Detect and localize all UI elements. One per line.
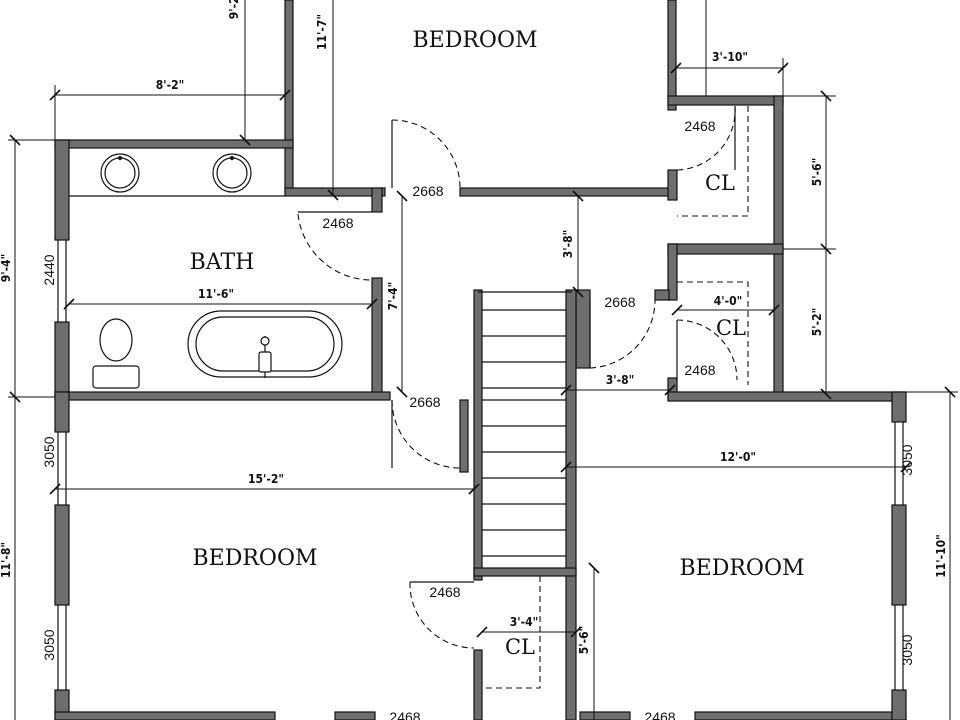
dim-label: 5'-6" <box>577 626 591 654</box>
wall <box>54 321 70 398</box>
door-tag: 2468 <box>644 709 675 720</box>
door-tag: 2668 <box>604 294 635 310</box>
window-tag: 3050 <box>41 629 57 660</box>
wall <box>473 649 483 720</box>
dim-label: 11'-6" <box>198 287 234 301</box>
wall <box>54 391 391 401</box>
dim-label: 4'-0" <box>714 294 742 308</box>
window-left-lower <box>57 605 67 690</box>
wall <box>54 139 70 241</box>
wall <box>667 95 784 106</box>
window-tag: 3050 <box>899 444 915 475</box>
wall <box>54 711 276 720</box>
wall <box>459 399 469 473</box>
door-bedroom-left <box>391 399 461 469</box>
wall <box>54 139 294 149</box>
dim-label: 11'-7" <box>315 14 329 50</box>
room-label-bedroom-top: BEDROOM <box>412 28 537 53</box>
dim-label: 3'-8" <box>606 373 634 387</box>
doors <box>297 105 738 649</box>
dim-label: 11'-10" <box>934 534 948 577</box>
wall <box>459 187 671 197</box>
bath-fixtures <box>69 153 343 389</box>
wall <box>891 504 907 606</box>
wall <box>667 243 784 255</box>
wall <box>473 289 483 581</box>
door-closet-upper <box>676 105 736 171</box>
door-tag: 2668 <box>409 394 440 410</box>
room-label-bedroom-right: BEDROOM <box>679 556 804 581</box>
dim-label: 9'-2" <box>227 0 241 19</box>
walls <box>54 0 907 720</box>
opening-tags: 2468 2668 2468 2668 2468 2668 2468 2468 … <box>41 118 915 720</box>
window-bath <box>57 240 67 322</box>
wall <box>579 711 631 720</box>
door-closet-lower <box>409 581 475 649</box>
door-bath-closet <box>297 211 373 281</box>
dim-label: 12'-0" <box>720 450 756 464</box>
wall <box>667 243 678 301</box>
dim-label: 8'-2" <box>156 78 184 92</box>
wall <box>667 169 678 201</box>
room-labels: BEDROOM BATH BEDROOM BEDROOM CL CL CL <box>190 28 805 659</box>
door-tag: 2468 <box>684 362 715 378</box>
wall <box>565 289 577 720</box>
dimension-labels: 9'-2" 11'-7" 8'-2" 3'-10" 9'-4" 11'-6" 7… <box>0 0 948 654</box>
wall <box>54 391 70 433</box>
door-tag: 2468 <box>322 215 353 231</box>
wall <box>667 0 677 111</box>
wall <box>575 289 591 369</box>
dim-label: 3'-8" <box>561 230 575 258</box>
sink-icon <box>100 153 140 193</box>
dim-label: 7'-4" <box>386 282 400 310</box>
wall <box>667 391 906 402</box>
toilet-icon <box>92 318 140 389</box>
dim-label: 9'-4" <box>0 254 13 282</box>
wall <box>371 277 383 399</box>
window-tag: 3050 <box>899 634 915 665</box>
wall <box>334 711 376 720</box>
room-label-bath: BATH <box>190 250 255 275</box>
wall <box>284 187 386 197</box>
dim-label: 3'-10" <box>712 50 748 64</box>
dim-label: 5'-2" <box>810 308 824 336</box>
door-tag: 2468 <box>429 584 460 600</box>
door-closet-middle <box>676 319 738 381</box>
door-tag: 2468 <box>684 118 715 134</box>
wall <box>284 0 294 196</box>
room-label-bedroom-left: BEDROOM <box>192 546 317 571</box>
window-right-lower <box>894 605 904 690</box>
dim-label: 5'-6" <box>810 158 824 186</box>
door-hall-middle <box>589 299 656 369</box>
door-tag: 2668 <box>412 183 443 199</box>
dim-label: 3'-4" <box>510 615 538 629</box>
wall <box>654 289 670 301</box>
wall <box>891 391 907 423</box>
room-label-closet-upper: CL <box>705 171 735 195</box>
bathtub-icon <box>187 310 343 378</box>
window-right-upper <box>894 422 904 505</box>
wall <box>371 187 383 213</box>
dim-label: 11'-8" <box>0 542 13 578</box>
door-tag: 2468 <box>389 709 420 720</box>
windows <box>57 240 904 690</box>
room-label-closet-middle: CL <box>716 316 746 340</box>
door-bath-top <box>391 119 461 189</box>
dim-label: 15'-2" <box>248 472 284 486</box>
dimension-lines <box>8 0 958 720</box>
window-tag: 2440 <box>41 254 57 285</box>
room-label-closet-lower: CL <box>505 635 535 659</box>
staircase <box>478 291 572 557</box>
closet-shelves <box>482 106 749 689</box>
sink-icon <box>212 153 252 193</box>
wall <box>694 711 907 720</box>
wall <box>891 689 907 720</box>
window-tag: 3050 <box>41 436 57 467</box>
window-left-upper <box>57 432 67 505</box>
wall <box>54 504 70 606</box>
wall <box>473 567 577 577</box>
